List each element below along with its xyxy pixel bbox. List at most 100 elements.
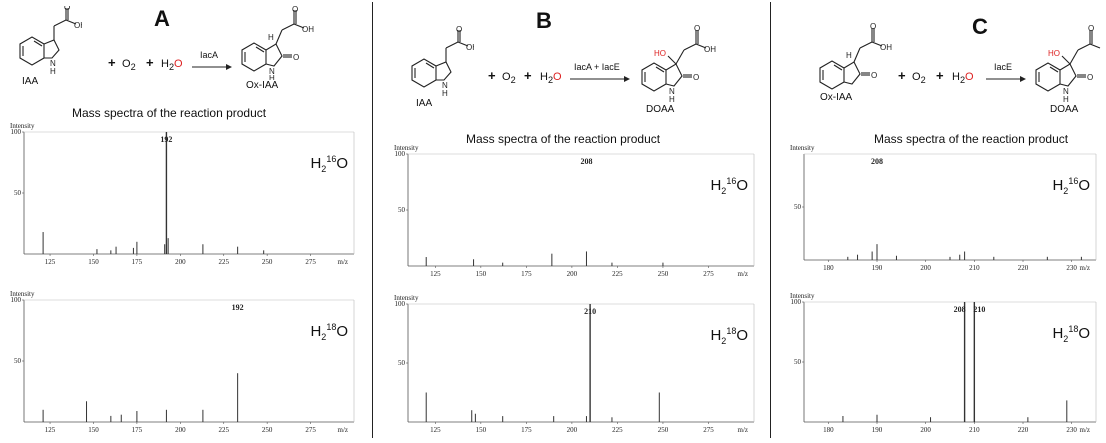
iso-sub: 2 xyxy=(321,332,327,342)
svg-text:O: O xyxy=(693,73,699,82)
svg-text:O: O xyxy=(456,25,462,34)
ms-title: Mass spectra of the reaction product xyxy=(874,132,1069,146)
iso-sup: 18 xyxy=(326,322,337,332)
x-tick-label: 190 xyxy=(872,264,883,272)
svg-text:O: O xyxy=(64,6,70,12)
x-tick-label: 175 xyxy=(521,270,532,278)
panel-b: B O OH N H IAA + O2 + H2O IacA + IacE xyxy=(374,0,768,440)
plus-sign: + xyxy=(524,68,532,83)
iso-h: H xyxy=(710,177,722,194)
iso-sub: 2 xyxy=(1063,186,1069,196)
svg-text:O: O xyxy=(293,53,299,62)
y-axis-label: Intensity xyxy=(394,144,419,152)
y-tick-label: 50 xyxy=(398,206,406,214)
iso-sub: 2 xyxy=(1063,334,1069,344)
reaction-arrow xyxy=(986,76,1026,82)
iso-h: H xyxy=(310,323,322,340)
y-tick-label: 50 xyxy=(794,203,802,211)
x-tick-label: 210 xyxy=(969,264,980,272)
svg-text:O: O xyxy=(870,22,876,31)
svg-text:OH: OH xyxy=(74,21,82,30)
x-tick-label: 200 xyxy=(175,258,186,266)
peak-label: 208 xyxy=(954,305,966,314)
x-tick-label: 275 xyxy=(703,270,714,278)
x-tick-label: 200 xyxy=(175,426,186,434)
x-axis-label: m/z xyxy=(738,270,749,278)
panel-c: C H O O OH Ox-IAA + O2 + H2O IacE xyxy=(772,0,1106,440)
product-label: DOAA xyxy=(1050,104,1079,115)
ms-title: Mass spectra of the reaction product xyxy=(72,106,267,120)
iso-o: O xyxy=(1078,177,1090,194)
iso-h: H xyxy=(310,155,322,172)
x-tick-label: 150 xyxy=(88,258,99,266)
x-tick-label: 150 xyxy=(88,426,99,434)
plus-sign: + xyxy=(146,55,154,70)
iso-sub: 2 xyxy=(721,336,727,346)
x-tick-label: 175 xyxy=(521,426,532,434)
svg-text:H: H xyxy=(269,74,275,80)
separator-ab xyxy=(372,2,373,438)
x-tick-label: 225 xyxy=(612,426,623,434)
svg-text:H: H xyxy=(669,95,675,104)
isotope-label: H218O xyxy=(1052,324,1090,344)
enzyme-label: IacE xyxy=(994,62,1013,72)
isotope-label: H216O xyxy=(1052,176,1090,196)
x-tick-label: 275 xyxy=(305,426,316,434)
product-label: DOAA xyxy=(646,104,675,115)
water-reagent: H2O xyxy=(161,58,183,73)
plus-sign: + xyxy=(898,68,906,83)
svg-text:H: H xyxy=(1063,95,1069,104)
oxygen-reagent: O2 xyxy=(912,71,926,86)
x-tick-label: 200 xyxy=(920,264,931,272)
panel-letter: C xyxy=(972,14,988,39)
doaa-structure: HO O O OH N H xyxy=(641,24,716,104)
oxygen-reagent: O2 xyxy=(122,58,136,73)
y-axis-label: Intensity xyxy=(10,122,35,130)
separator-bc xyxy=(770,2,771,438)
water-reagent: H2O xyxy=(952,71,974,86)
iso-sup: 16 xyxy=(726,176,737,186)
iso-sub: 2 xyxy=(721,186,727,196)
y-axis-label: Intensity xyxy=(394,294,419,302)
oxygen-reagent: O2 xyxy=(502,71,516,86)
svg-text:OH: OH xyxy=(302,25,314,34)
x-tick-label: 250 xyxy=(262,258,273,266)
svg-text:O: O xyxy=(871,71,877,80)
x-tick-label: 210 xyxy=(969,426,980,434)
x-tick-label: 250 xyxy=(262,426,273,434)
panel-letter: A xyxy=(154,6,170,31)
x-tick-label: 175 xyxy=(132,426,143,434)
iso-sup: 18 xyxy=(726,326,737,336)
iso-o: O xyxy=(736,177,748,194)
ms-title: Mass spectra of the reaction product xyxy=(466,132,661,146)
x-tick-label: 200 xyxy=(567,270,578,278)
reaction-arrow xyxy=(192,64,232,70)
x-tick-label: 225 xyxy=(218,426,229,434)
enzyme-label: IacA + IacE xyxy=(574,62,620,72)
x-tick-label: 125 xyxy=(45,426,56,434)
x-tick-label: 180 xyxy=(823,264,834,272)
x-axis-label: m/z xyxy=(338,426,349,434)
y-tick-label: 50 xyxy=(794,358,802,366)
peak-label: 192 xyxy=(232,303,244,312)
peak-label: 208 xyxy=(871,157,883,166)
peak-label: 192 xyxy=(160,135,172,144)
iaa-structure: O OH N H xyxy=(411,25,474,98)
svg-text:O: O xyxy=(292,6,298,14)
ox-iaa-structure: H O O OH xyxy=(819,22,892,90)
x-tick-label: 150 xyxy=(476,426,487,434)
iso-o: O xyxy=(736,327,748,344)
isotope-label: H216O xyxy=(710,176,748,196)
svg-text:O: O xyxy=(1088,24,1094,33)
substrate-label: IAA xyxy=(22,76,39,87)
svg-text:OH: OH xyxy=(880,43,892,52)
ox-iaa-structure: H O O OH N H xyxy=(241,6,314,80)
